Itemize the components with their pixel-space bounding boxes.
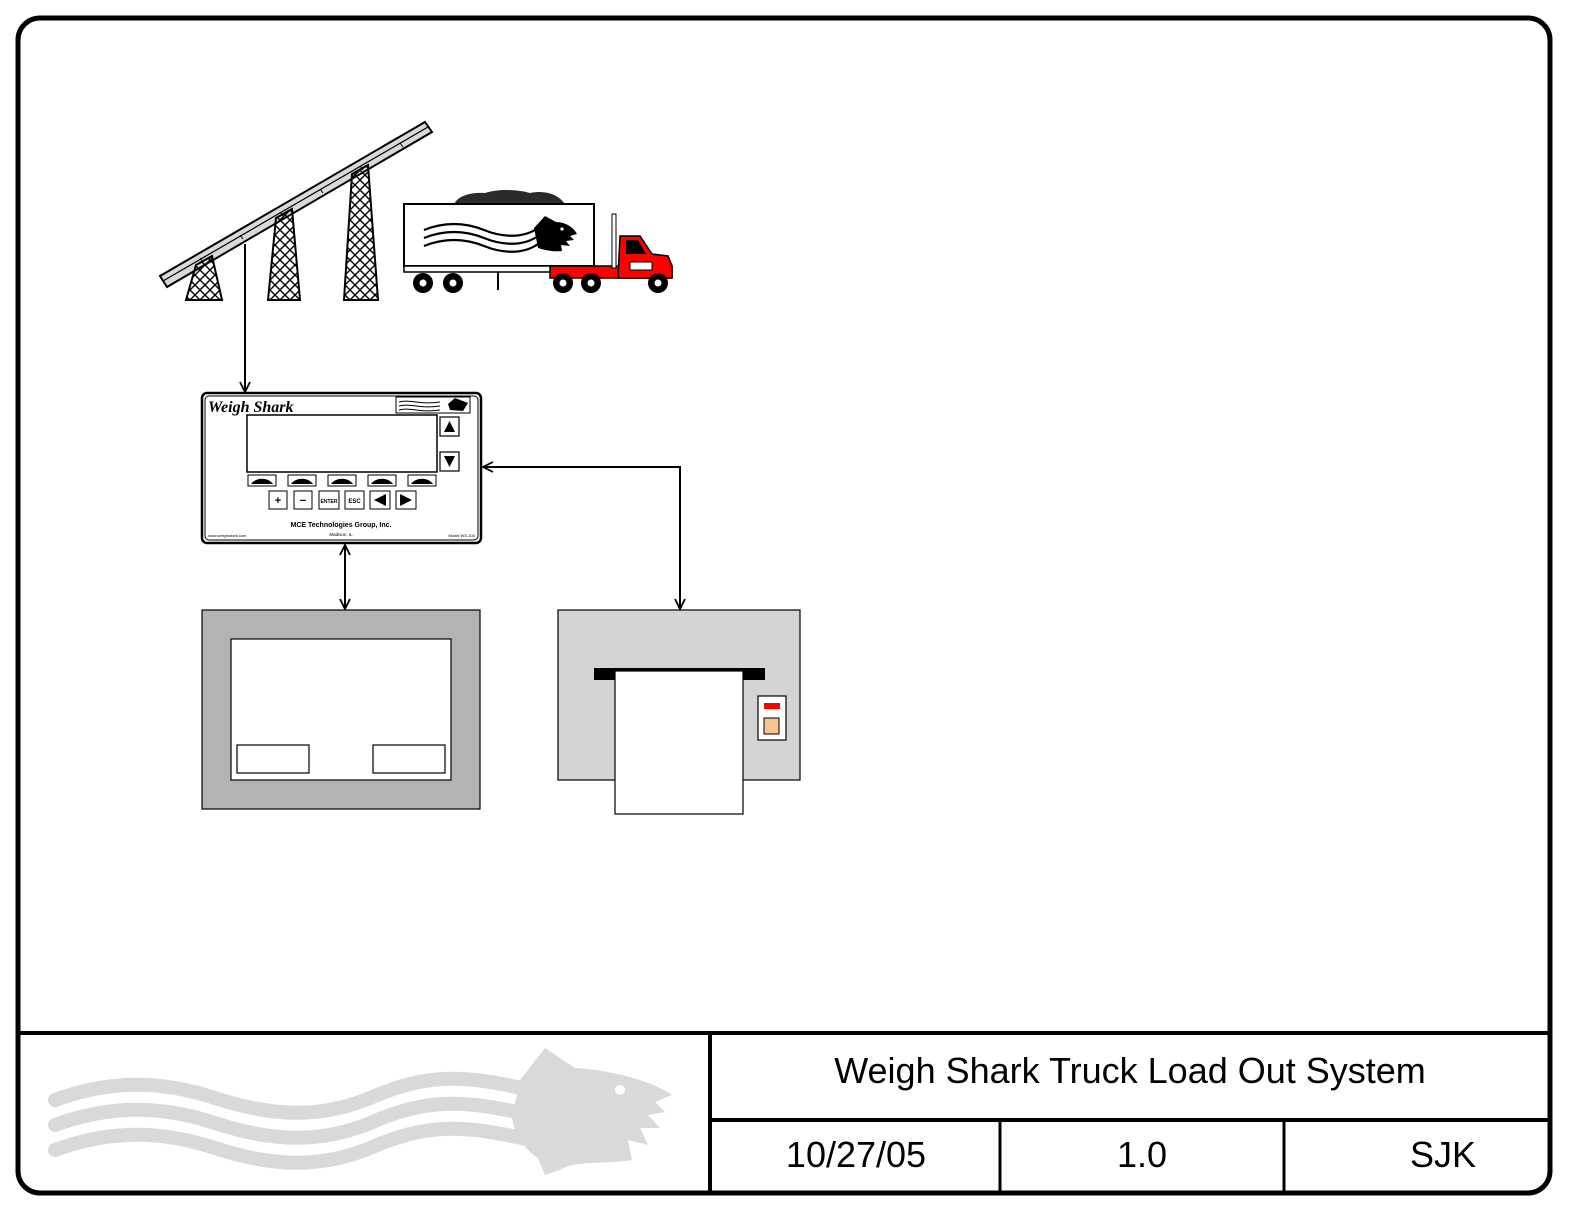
controller-company: MCE Technologies Group, Inc. — [291, 522, 392, 529]
enter-key[interactable]: ENTER — [319, 491, 339, 509]
drawing-date: 10/27/05 — [712, 1134, 1000, 1176]
controller-display — [247, 415, 437, 472]
soft-key-3[interactable] — [328, 475, 356, 486]
right-arrow-key[interactable] — [396, 491, 416, 509]
printer-status-led — [764, 703, 780, 709]
scroll-down-key[interactable] — [440, 452, 459, 471]
weigh-shark-controller: Weigh Shark + − ENTER ESC MCE Technologi… — [202, 393, 481, 543]
controller-model: Model WS-100 — [449, 533, 476, 538]
drawing-author: SJK — [1284, 1134, 1585, 1176]
printer-feed-button[interactable] — [764, 718, 779, 734]
printer-comm-line — [483, 467, 680, 609]
haul-truck — [404, 190, 672, 293]
soft-key-4[interactable] — [368, 475, 396, 486]
controller-logo — [396, 397, 470, 413]
soft-key-1[interactable] — [248, 475, 276, 486]
svg-text:−: − — [300, 495, 306, 507]
controller-website: www.weighshark.com — [208, 533, 247, 538]
soft-key-5[interactable] — [408, 475, 436, 486]
conveyor — [160, 122, 432, 300]
hmi-left-button[interactable] — [237, 745, 309, 773]
svg-text:+: + — [275, 495, 281, 507]
esc-key[interactable]: ESC — [345, 491, 364, 509]
coal-load — [454, 190, 565, 204]
svg-text:ENTER: ENTER — [321, 499, 338, 505]
hmi-touchscreen — [202, 610, 480, 809]
drawing-title: Weigh Shark Truck Load Out System — [712, 1050, 1548, 1092]
hmi-right-button[interactable] — [373, 745, 445, 773]
conveyor-support-3 — [344, 165, 378, 300]
ticket-printer — [558, 610, 800, 814]
drawing-frame — [18, 18, 1550, 1193]
minus-key[interactable]: − — [294, 491, 312, 509]
drawing-revision: 1.0 — [1000, 1134, 1284, 1176]
printer-ticket — [615, 671, 743, 814]
svg-text:ESC: ESC — [348, 499, 361, 505]
soft-key-2[interactable] — [288, 475, 316, 486]
shark-logo-watermark — [55, 1048, 672, 1175]
scroll-up-key[interactable] — [440, 417, 459, 436]
controller-location: Madison, IL — [329, 532, 353, 537]
controller-brand: Weigh Shark — [208, 399, 294, 416]
left-arrow-key[interactable] — [370, 491, 390, 509]
plus-key[interactable]: + — [269, 491, 287, 509]
